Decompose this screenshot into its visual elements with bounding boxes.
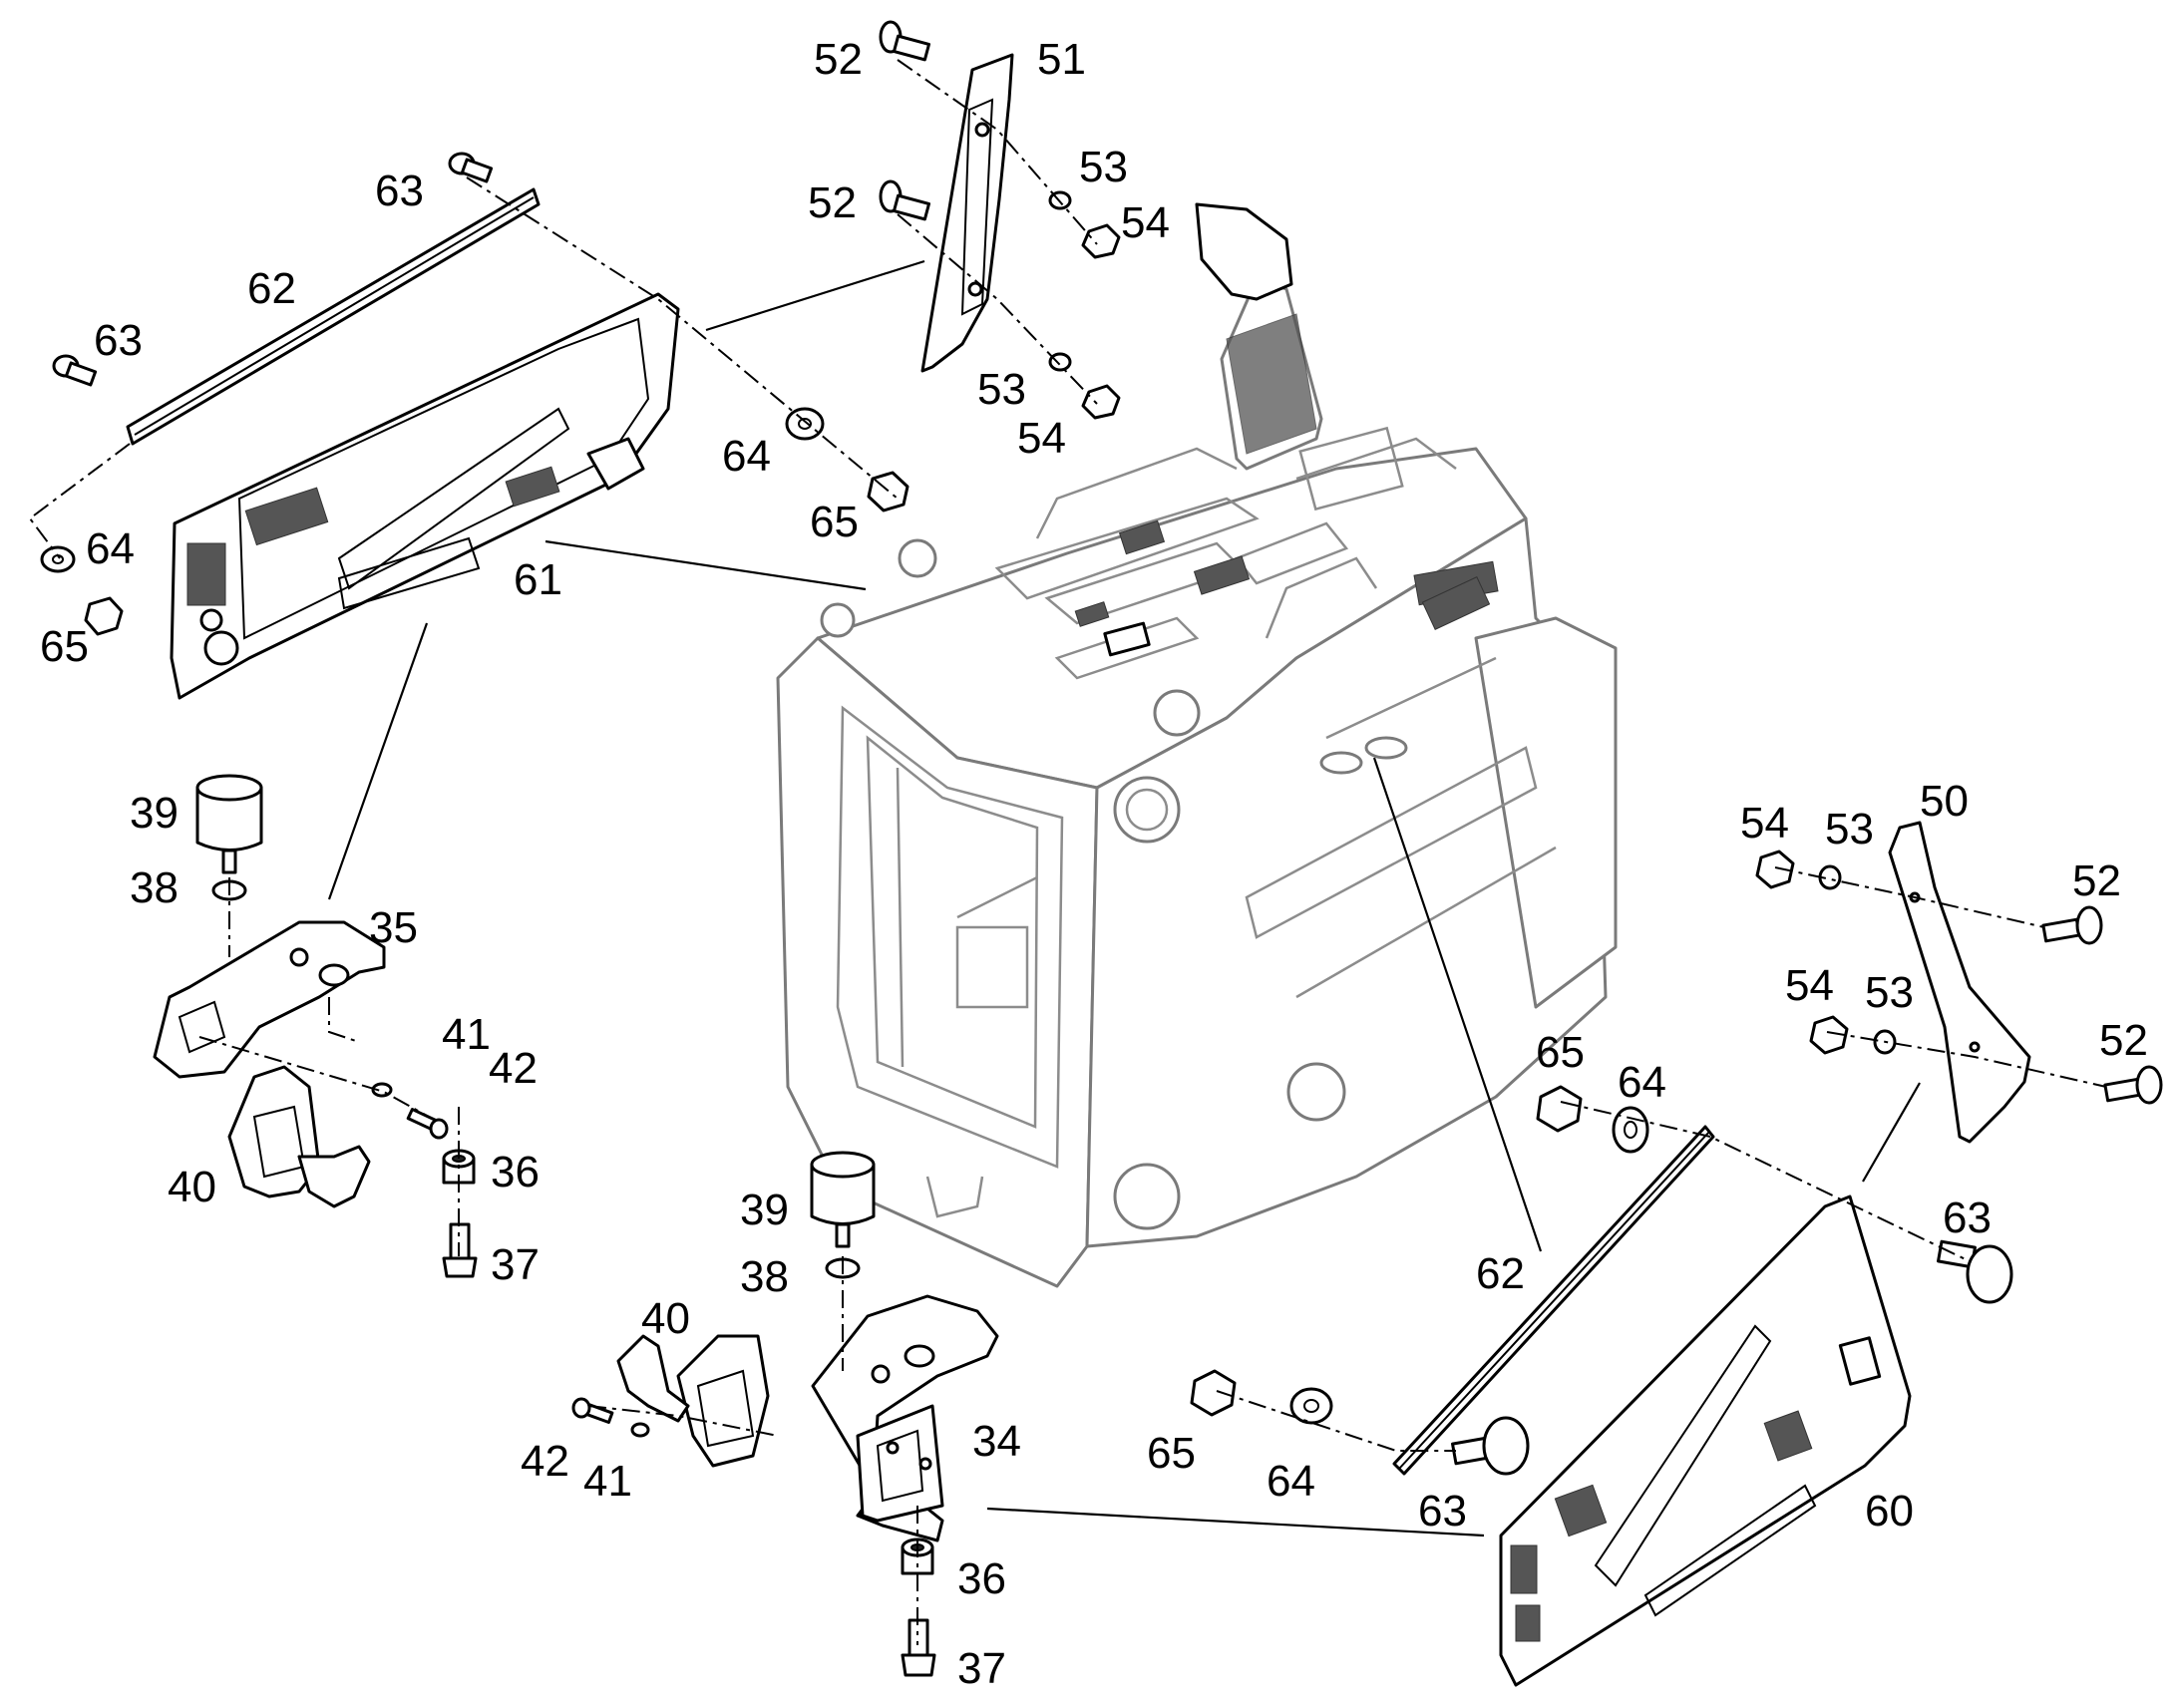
callout-52: 52 xyxy=(2072,856,2121,905)
callout-36: 36 xyxy=(957,1554,1006,1603)
nut-54-d xyxy=(1809,1015,1849,1055)
callout-42: 42 xyxy=(521,1437,569,1486)
bolt-63-b xyxy=(52,354,98,387)
bolt-52-c xyxy=(2041,905,2103,945)
bolt-52-b xyxy=(879,179,931,221)
callout-39: 39 xyxy=(130,789,179,838)
callout-52: 52 xyxy=(2099,1016,2148,1065)
callout-35: 35 xyxy=(369,903,418,952)
nut-65-b xyxy=(84,596,124,636)
callout-53: 53 xyxy=(1865,968,1914,1017)
callout-65: 65 xyxy=(810,498,859,546)
callout-64: 64 xyxy=(1618,1058,1666,1107)
callout-63: 63 xyxy=(375,167,424,215)
callout-60: 60 xyxy=(1865,1487,1914,1536)
callout-65: 65 xyxy=(40,622,89,671)
callout-50: 50 xyxy=(1920,777,1969,826)
callout-64: 64 xyxy=(86,524,135,573)
latch-40-lower xyxy=(616,1334,770,1468)
callout-52: 52 xyxy=(808,178,857,227)
callout-54: 54 xyxy=(1121,198,1170,247)
callout-42: 42 xyxy=(489,1044,538,1093)
callout-64: 64 xyxy=(722,432,771,481)
callout-54: 54 xyxy=(1017,414,1066,463)
latch-bracket-35 xyxy=(153,920,386,1079)
bolt-37-lower xyxy=(901,1618,936,1677)
bumper-39-upper xyxy=(195,774,263,874)
callout-53: 53 xyxy=(977,365,1026,414)
nut-54-b xyxy=(1081,384,1121,420)
bumper-39-lower xyxy=(810,1151,876,1248)
nut-65-c xyxy=(1536,1085,1583,1133)
callout-37: 37 xyxy=(491,1240,540,1289)
washer-53-b xyxy=(1048,352,1072,372)
callout-40: 40 xyxy=(641,1294,690,1343)
callout-63: 63 xyxy=(94,316,143,365)
callout-40: 40 xyxy=(168,1163,216,1211)
callout-64: 64 xyxy=(1267,1457,1315,1506)
callout-63: 63 xyxy=(1418,1487,1467,1536)
nut-54-a xyxy=(1081,223,1121,259)
callout-62: 62 xyxy=(247,264,296,313)
callout-52: 52 xyxy=(814,35,863,84)
callout-38: 38 xyxy=(130,863,179,912)
callout-53: 53 xyxy=(1825,805,1874,854)
deflector-bracket-51 xyxy=(920,53,1014,373)
callout-54: 54 xyxy=(1785,961,1834,1010)
screw-42-upper xyxy=(406,1108,449,1140)
callout-63: 63 xyxy=(1943,1194,1992,1242)
bolt-63-d xyxy=(1451,1416,1530,1476)
callout-51: 51 xyxy=(1037,35,1086,84)
screw-42-lower xyxy=(571,1397,614,1424)
bolt-52-a xyxy=(879,20,931,62)
washer-41-lower xyxy=(630,1422,650,1438)
callout-36: 36 xyxy=(491,1148,540,1196)
callout-34: 34 xyxy=(972,1417,1021,1466)
callout-65: 65 xyxy=(1536,1028,1585,1077)
washer-64-b xyxy=(40,545,76,573)
callout-41: 41 xyxy=(442,1010,491,1059)
hinge-strip-lower xyxy=(1392,1125,1715,1476)
callout-41: 41 xyxy=(583,1457,632,1506)
side-panel-left xyxy=(170,292,680,700)
washer-64-d xyxy=(1289,1387,1333,1425)
latch-bracket-34 xyxy=(811,1294,999,1542)
callout-38: 38 xyxy=(740,1252,789,1301)
bolt-63-a xyxy=(448,152,494,183)
washer-64-c xyxy=(1612,1106,1649,1154)
nut-54-c xyxy=(1755,850,1795,889)
hinge-strip-upper xyxy=(126,187,541,446)
bolt-52-d xyxy=(2103,1065,2163,1105)
callout-62: 62 xyxy=(1476,1249,1525,1298)
latch-40-upper xyxy=(227,1065,371,1208)
machine-frame xyxy=(776,202,1618,1288)
callout-37: 37 xyxy=(957,1644,1006,1693)
bolt-63-c xyxy=(1937,1239,2013,1304)
side-panel-right xyxy=(1499,1195,1912,1687)
nut-65-d xyxy=(1190,1369,1237,1417)
bushing-36-upper xyxy=(442,1149,476,1185)
callout-53: 53 xyxy=(1079,143,1128,191)
callout-labels: 52 51 52 53 54 53 54 63 62 63 64 65 64 6… xyxy=(40,35,2148,1693)
callout-39: 39 xyxy=(740,1186,789,1234)
callout-65: 65 xyxy=(1147,1429,1196,1478)
nut-65-a xyxy=(867,471,909,512)
callout-61: 61 xyxy=(514,555,562,604)
callout-54: 54 xyxy=(1740,799,1789,848)
washer-64-a xyxy=(785,407,825,441)
leader-lines xyxy=(28,59,2107,1645)
